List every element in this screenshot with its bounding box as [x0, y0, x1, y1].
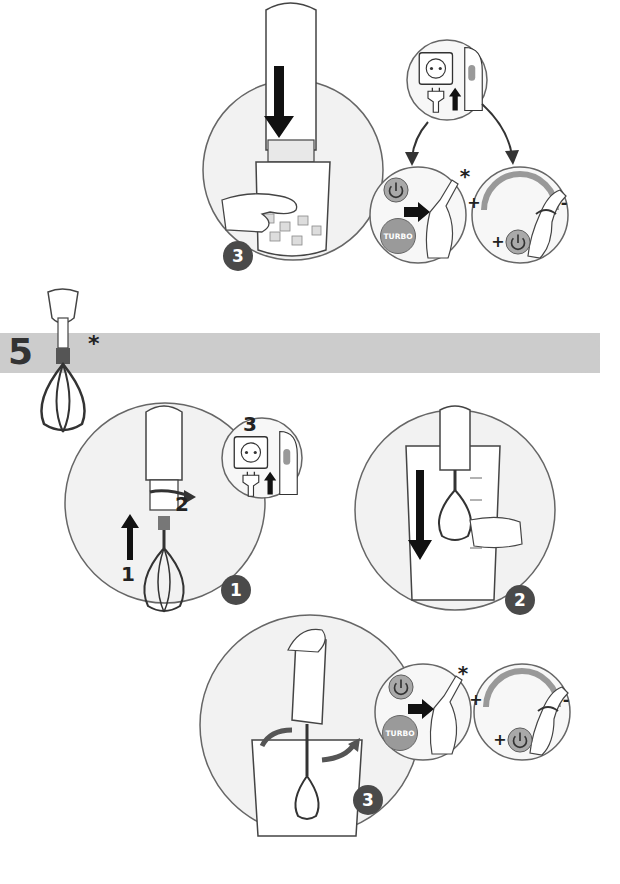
step-number: 3 [232, 246, 244, 266]
speed-sign: + [491, 234, 504, 250]
section-band: 5* [0, 333, 600, 373]
footnote-star: * [460, 166, 470, 186]
step-badge: 3 [353, 785, 383, 815]
step-number: 2 [514, 590, 526, 610]
part-number: 1 [121, 564, 135, 584]
speed-sign: - [563, 692, 570, 708]
step-number: 1 [230, 580, 242, 600]
step-badge: 3 [223, 241, 253, 271]
part-number: 2 [175, 494, 189, 514]
footnote-star: * [88, 331, 100, 357]
button-label: TURBO [385, 729, 414, 738]
speed-sign: + [469, 692, 482, 708]
button-label: TURBO [383, 232, 412, 241]
part-number: 3 [243, 414, 257, 434]
speed-sign: + [493, 732, 506, 748]
footnote-star: * [458, 663, 468, 683]
step-number: 3 [362, 790, 374, 810]
turbo-button: TURBO [380, 218, 416, 254]
step-badge: 1 [221, 575, 251, 605]
section-number: 5 [8, 330, 33, 374]
speed-sign: + [467, 195, 480, 211]
step-badge: 2 [505, 585, 535, 615]
speed-sign: - [561, 195, 568, 211]
turbo-button: TURBO [382, 715, 418, 751]
